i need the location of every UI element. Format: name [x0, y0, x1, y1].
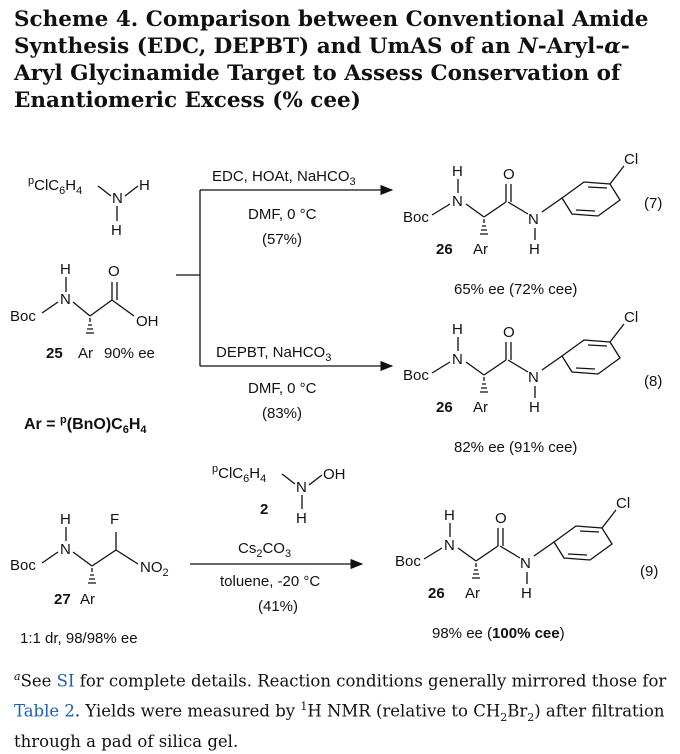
ar-definition: Ar = p(BnO)C6H4 [24, 414, 147, 436]
compound-26-label-7: 26 [436, 241, 453, 258]
svg-text:H: H [60, 511, 71, 528]
svg-text:NO2: NO2 [140, 559, 169, 579]
svg-text:H: H [296, 510, 307, 527]
svg-text:H: H [452, 321, 463, 338]
svg-text:O: O [503, 324, 515, 341]
svg-text:Boc: Boc [403, 209, 429, 226]
title-alpha: α [604, 34, 621, 59]
svg-text:N: N [528, 211, 539, 228]
svg-text:Cl: Cl [624, 309, 638, 326]
product-26-structure-7: H N Boc O N H Cl Ar 26 [403, 151, 638, 258]
compound-26-label-8: 26 [436, 399, 453, 416]
r8-yield: (83%) [262, 405, 302, 422]
svg-text:H: H [60, 261, 71, 278]
compound-25-ee: 90% ee [104, 345, 155, 362]
svg-text:O: O [503, 166, 515, 183]
table-2-link[interactable]: Table 2 [14, 701, 75, 720]
svg-text:N: N [60, 291, 71, 308]
svg-text:O: O [495, 510, 507, 527]
svg-text:Boc: Boc [395, 553, 421, 570]
compound-25-structure: H N Boc O OH Ar 25 90% ee [10, 261, 159, 362]
amine-reagent-structure: pClC6H4 N H H [28, 175, 150, 239]
svg-text:N: N [452, 193, 463, 210]
scheme-footnote: aSee SI for complete details. Reaction c… [14, 670, 667, 752]
compound-27-dr: 1:1 dr, 98/98% ee [20, 630, 138, 647]
svg-text:N: N [296, 479, 307, 496]
svg-text:N: N [520, 555, 531, 572]
svg-text:Ar: Ar [473, 399, 488, 416]
svg-text:Ar: Ar [80, 591, 95, 608]
svg-text:N: N [60, 541, 71, 558]
eq-9-label: (9) [640, 563, 658, 580]
r9-ee-result: 98% ee (100% cee) [432, 625, 565, 642]
r8-ee-result: 82% ee (91% cee) [454, 439, 577, 456]
product-26-structure-8: H N Boc O N H Cl Ar 26 [403, 309, 638, 416]
r8-conditions: DMF, 0 °C [248, 380, 317, 397]
svg-text:Ar: Ar [473, 241, 488, 258]
svg-text:N: N [112, 190, 123, 207]
svg-text:pClC6H4: pClC6H4 [212, 463, 266, 485]
svg-text:N: N [528, 369, 539, 386]
product-26-structure-9: H N Boc O N H Cl Ar 26 [395, 495, 630, 602]
svg-text:H: H [452, 163, 463, 180]
branch-arrows [176, 184, 394, 372]
svg-text:Boc: Boc [403, 367, 429, 384]
r7-ee-result: 65% ee (72% cee) [454, 281, 577, 298]
svg-text:OH: OH [136, 313, 159, 330]
title-text-mid: -Aryl- [537, 34, 605, 59]
title-text-suffix: -Aryl Glycinamide Target to Assess Conse… [14, 34, 630, 113]
title-text: Scheme 4. Comparison between Conventiona… [14, 7, 649, 59]
svg-text:Cl: Cl [616, 495, 630, 512]
svg-text:Cl: Cl [624, 151, 638, 168]
reagent-2-label: 2 [260, 501, 268, 518]
svg-text:Ar: Ar [465, 585, 480, 602]
svg-text:F: F [110, 511, 119, 528]
title-italic-n: N [518, 34, 538, 59]
compound-25-label: 25 [46, 345, 63, 362]
svg-text:H: H [529, 241, 540, 258]
compound-26-label-9: 26 [428, 585, 445, 602]
r9-yield: (41%) [258, 598, 298, 615]
svg-text:OH: OH [323, 466, 346, 483]
svg-text:H: H [139, 177, 150, 194]
si-link[interactable]: SI [56, 671, 75, 691]
compound-27-structure: H N Boc F NO2 Ar 27 1:1 dr, 98/98% ee [10, 511, 169, 647]
scheme-title: Scheme 4. Comparison between Conventiona… [14, 6, 674, 114]
svg-text:H: H [529, 399, 540, 416]
svg-text:H: H [521, 585, 532, 602]
eq-8-label: (8) [644, 373, 662, 390]
r8-reagents: DEPBT, NaHCO3 [216, 344, 331, 364]
svg-text:H: H [444, 507, 455, 524]
svg-text:Ar: Ar [78, 345, 93, 362]
svg-text:H: H [111, 222, 122, 239]
svg-text:N: N [444, 537, 455, 554]
svg-text:N: N [452, 351, 463, 368]
reagent-2-structure: pClC6H4 N OH H 2 [212, 463, 346, 527]
reaction-scheme: pClC6H4 N H H H N Boc O OH Ar 25 90% ee [10, 151, 662, 647]
compound-27-label: 27 [54, 591, 71, 608]
r7-yield: (57%) [262, 231, 302, 248]
r7-reagents: EDC, HOAt, NaHCO3 [212, 168, 356, 188]
r9-base: Cs2CO3 [238, 540, 291, 560]
r9-conditions: toluene, -20 °C [220, 573, 320, 590]
svg-text:Boc: Boc [10, 557, 36, 574]
svg-text:Boc: Boc [10, 308, 36, 325]
r7-conditions: DMF, 0 °C [248, 206, 317, 223]
eq-7-label: (7) [644, 195, 662, 212]
svg-text:pClC6H4: pClC6H4 [28, 175, 82, 197]
svg-text:O: O [108, 263, 120, 280]
